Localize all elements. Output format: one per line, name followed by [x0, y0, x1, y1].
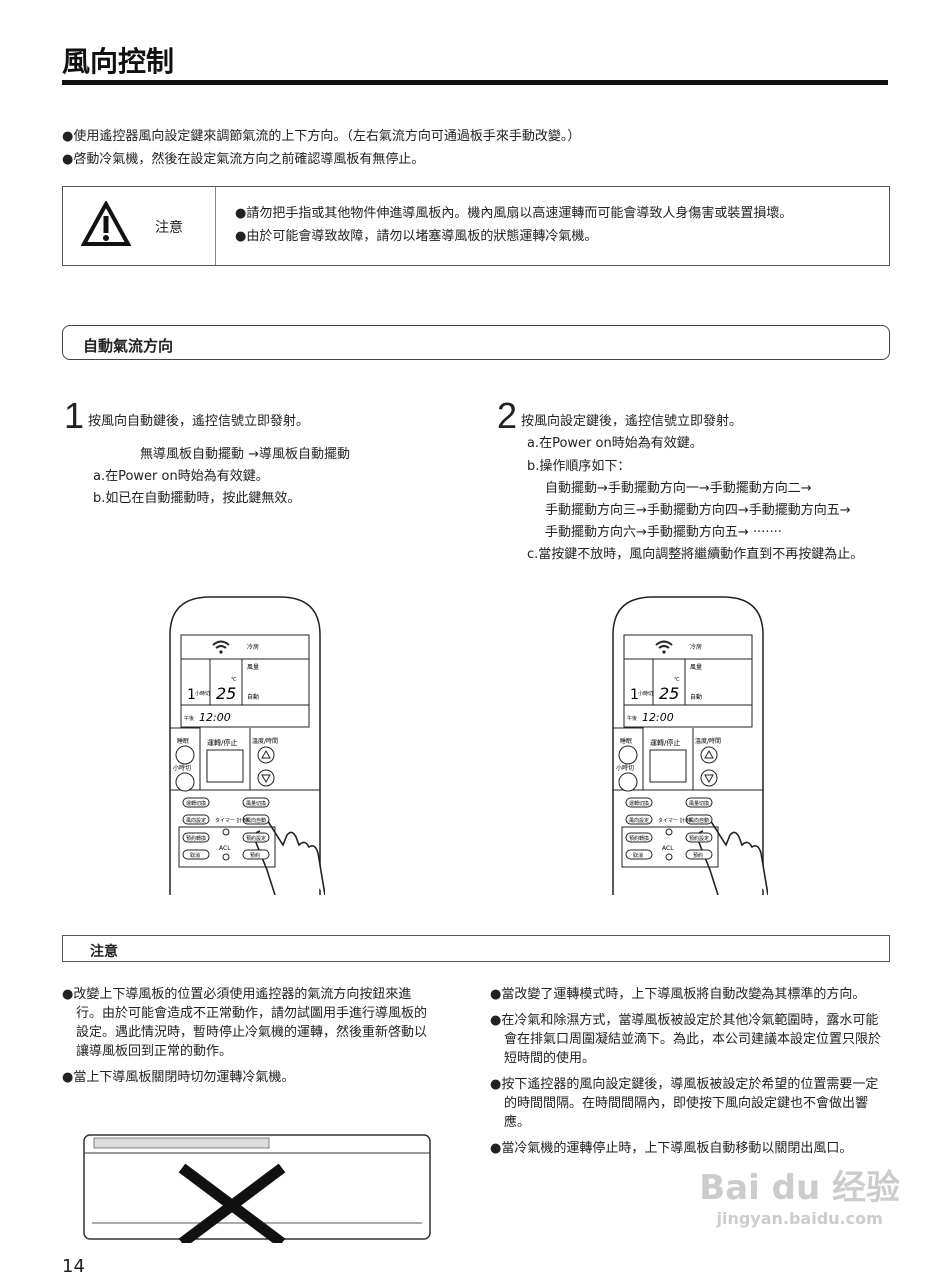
warning-icon: [81, 201, 131, 246]
step-number: 1: [64, 395, 85, 436]
auto-text: 自動: [690, 693, 702, 701]
remote-label: ACL: [219, 845, 231, 852]
remote-label: 預約: [693, 852, 703, 859]
remote-label: 小時切: [616, 764, 634, 772]
intro-line: ●使用遙控器風向設定鍵來調節氣流的上下方向。（左右氣流方向可通過板手來手動改變。…: [62, 129, 581, 144]
remote-label: 午後: [627, 715, 637, 722]
step2-seq: 自動擺動→手動擺動方向一→手動擺動方向二→: [545, 481, 812, 496]
watermark-brand: Bai du 经验: [699, 1168, 900, 1208]
notes-title: 注意: [90, 944, 118, 960]
remote-label: ℃: [231, 677, 237, 683]
fan-text: 風量: [247, 664, 259, 671]
remote-label: タイマー 計 時: [658, 817, 691, 824]
remote-label: 預約轉換: [186, 835, 206, 842]
remote-illustration-1: 冷房 風量 自動 1 小時切 25 ℃ 午後 12:00 睡眠 小時切 運轉/停…: [165, 595, 326, 896]
remote-label: 取消: [633, 852, 643, 859]
remote-illustration-2: 冷房 風量 自動 1 小時切 25 ℃ 午後 12:00 睡眠 小時切 運轉/停…: [608, 595, 769, 896]
remote-label: 小時切: [173, 764, 191, 772]
notes-header: 注意: [62, 935, 890, 962]
remote-label: 預約轉換: [629, 835, 649, 842]
step2-seq: 手動擺動方向三→手動擺動方向四→手動擺動方向五→: [545, 503, 851, 518]
fan-text: 風量: [690, 664, 702, 671]
remote-label: 睡眠: [620, 737, 632, 745]
section-header: 自動氣流方向: [62, 325, 890, 360]
mode-text: 冷房: [247, 643, 259, 651]
remote-label: 風量切換: [246, 800, 266, 807]
remote-label: 運轉切換: [186, 800, 206, 807]
remote-label: 溫度/時間: [252, 737, 278, 745]
watermark-url: jingyan.baidu.com: [716, 1209, 883, 1228]
time-display: 12:00: [642, 711, 674, 724]
caution-box: 注意 ●請勿把手指或其他物件伸進導風板內。機內風扇以高速運轉而可能會導致人身傷害…: [62, 186, 890, 266]
remote-label: 預約設定: [246, 835, 266, 842]
remote-label: ACL: [662, 845, 674, 852]
remote-label: 風量切換: [689, 800, 709, 807]
caution-line: ●請勿把手指或其他物件伸進導風板內。機內風扇以高速運轉而可能會導致人身傷害或裝置…: [235, 206, 793, 221]
remote-label: ℃: [674, 677, 680, 683]
step2-text: 按風向設定鍵後，遙控信號立即發射。: [521, 414, 743, 429]
remote-label: 溫度/時間: [695, 737, 721, 745]
note-item: ●當改變了運轉模式時，上下導風板將自動改變為其標準的方向。: [490, 987, 866, 1002]
remote-label: 運轉/停止: [207, 738, 237, 747]
remote-label: 1: [187, 687, 196, 703]
step2-c: c.當按鍵不放時，風向調整將繼續動作直到不再按鍵為止。: [527, 547, 864, 562]
remote-label: 風向自動: [689, 817, 709, 824]
step-number: 2: [497, 395, 518, 436]
auto-text: 自動: [247, 693, 259, 701]
air-conditioner-illustration: [83, 1134, 431, 1243]
caution-label: 注意: [155, 220, 183, 236]
temp-display: 25: [216, 684, 236, 703]
note-item: ●在冷氣和除濕方式，當導風板被設定於其他冷氣範圍時，露水可能會在排氣口周圍凝結並…: [490, 1013, 882, 1066]
remote-label: 睡眠: [177, 737, 189, 745]
remote-label: 運轉/停止: [650, 738, 680, 747]
remote-label: 風向設定: [186, 817, 206, 824]
remote-label: 運轉切換: [629, 800, 649, 807]
remote-label: タイマー 計 時: [215, 817, 248, 824]
remote-label: 小時切: [638, 690, 653, 697]
intro-line: ●啓動冷氣機，然後在設定氣流方向之前確認導風板有無停止。: [62, 152, 425, 167]
note-item: ●當上下導風板關閉時切勿運轉冷氣機。: [62, 1070, 295, 1085]
remote-label: 1: [630, 687, 639, 703]
step1-text: 按風向自動鍵後，遙控信號立即發射。: [88, 414, 310, 429]
step2-a: a.在Power on時始為有效鍵。: [527, 436, 703, 451]
remote-label: 小時切: [195, 690, 210, 697]
page-title: 風向控制: [62, 45, 175, 78]
step1-flow: 無導風板自動擺動 →導風板自動擺動: [140, 447, 351, 462]
section-title: 自動氣流方向: [83, 337, 174, 355]
divider: [215, 187, 216, 265]
caution-line: ●由於可能會導致故障，請勿以堵塞導風板的狀態運轉冷氣機。: [235, 229, 598, 244]
time-display: 12:00: [199, 711, 231, 724]
page-number: 14: [62, 1256, 85, 1277]
remote-label: 風向設定: [629, 817, 649, 824]
note-item: ●改變上下導風板的位置必須使用遙控器的氣流方向按鈕來進行。由於可能會造成不正常動…: [62, 987, 428, 1059]
remote-label: 取消: [190, 852, 200, 859]
mode-text: 冷房: [690, 643, 702, 651]
step2-b: b.操作順序如下：: [527, 459, 631, 474]
title-rule: [62, 80, 888, 85]
remote-label: 預約: [250, 852, 260, 859]
step2-seq: 手動擺動方向六→手動擺動方向五→ ·······: [545, 525, 782, 540]
step1-a: a.在Power on時始為有效鍵。: [93, 469, 269, 484]
step1-b: b.如已在自動擺動時，按此鍵無效。: [93, 491, 301, 506]
watermark: Bai du 经验 jingyan.baidu.com: [699, 1160, 900, 1228]
remote-label: 風向自動: [246, 817, 266, 824]
remote-label: 預約設定: [689, 835, 709, 842]
temp-display: 25: [659, 684, 679, 703]
note-item: ●按下遙控器的風向設定鍵後，導風板被設定於希望的位置需要一定的時間間隔。在時間間…: [490, 1077, 879, 1130]
remote-label: 午後: [184, 715, 194, 722]
note-item: ●當冷氣機的運轉停止時，上下導風板自動移動以關閉出風口。: [490, 1141, 853, 1156]
